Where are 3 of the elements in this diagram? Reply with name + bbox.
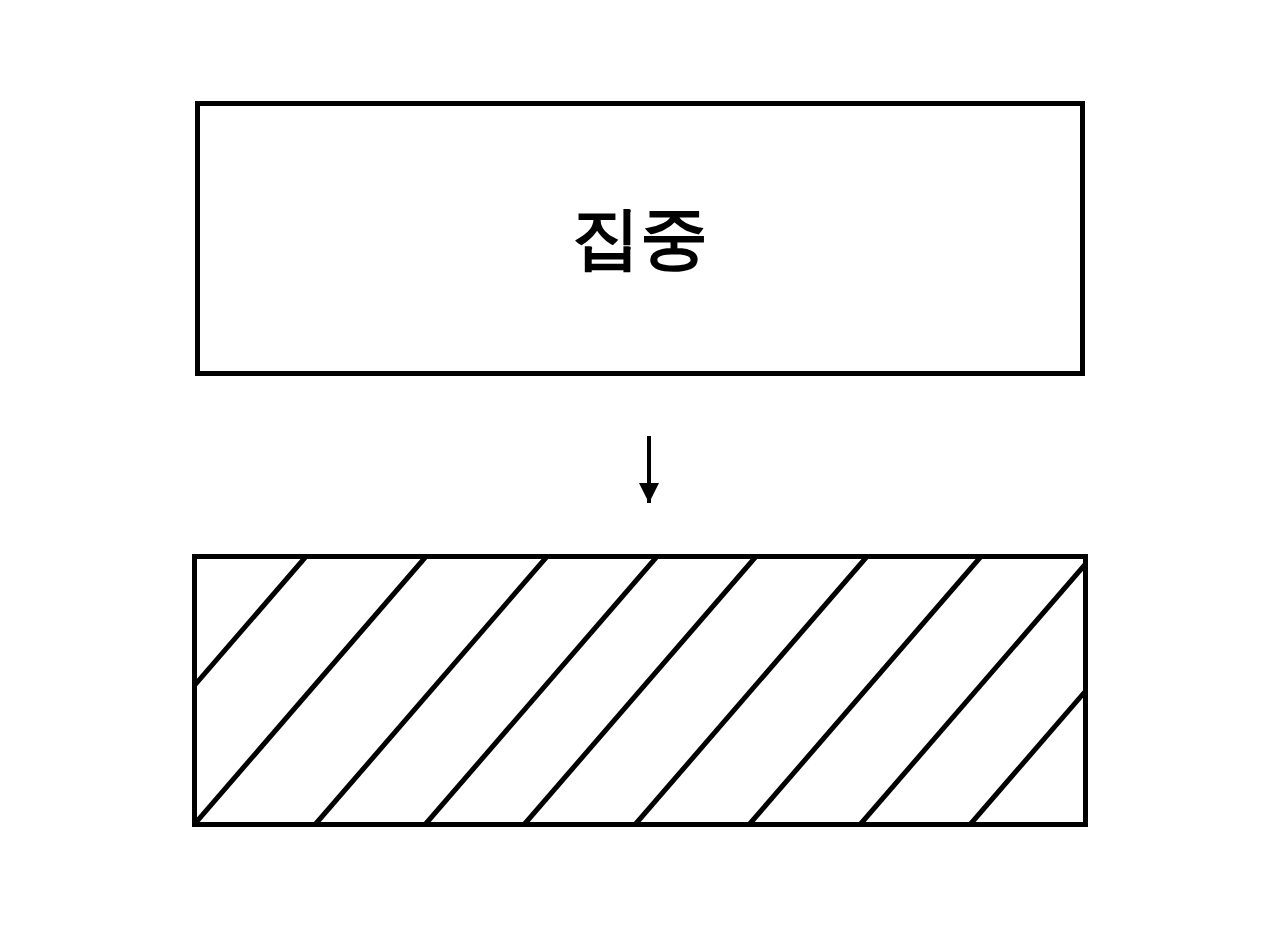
text-box: 집중 — [195, 101, 1085, 376]
hatched-box — [192, 554, 1088, 827]
arrow — [639, 436, 659, 503]
